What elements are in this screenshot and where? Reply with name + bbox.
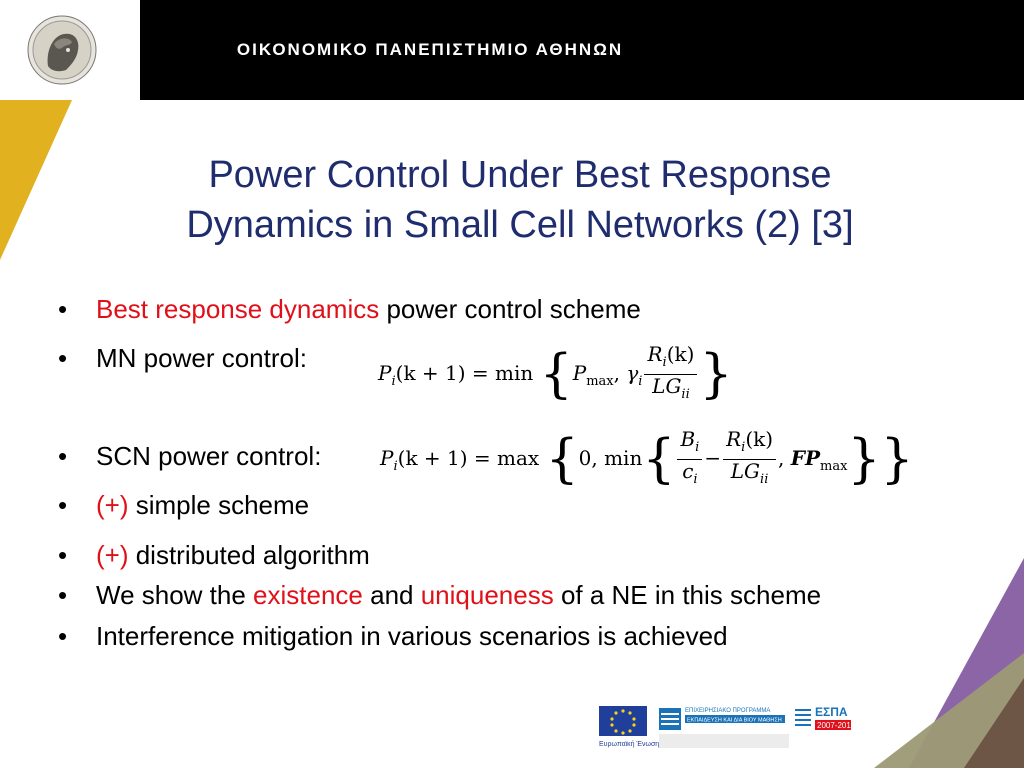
formula-scn-b-sub: i [695,440,700,455]
university-logo [27,15,97,85]
bullet-glyph: • [58,540,68,570]
formula-scn-lhs-arg: (k + 1) = max [397,446,540,470]
formula-mn-fraction: Ri(k) LGii [644,342,698,406]
bullet-item-6: • We show the existence and uniqueness of… [58,580,821,611]
espa-label: ΕΣΠΑ [815,705,848,719]
bullet-glyph: • [58,343,68,373]
bullet-6-text-b: and [362,580,421,610]
formula-mn-lhs: P [378,361,392,385]
formula-scn-den-sub: ii [760,472,769,487]
formula-scn-lhs: P [380,446,394,470]
formula-mn-lhs-sub: i [391,374,396,389]
formula-mn-num-arg: (k) [666,342,695,366]
bullet-glyph: • [58,294,68,324]
bullet-7-text: Interference mitigation in various scena… [96,621,728,651]
formula-scn-zero-min: 0, min [578,446,643,470]
right-decorative-shape [874,558,1024,768]
formula-brace-open: { [642,429,676,490]
programme-line-2: ΕΚΠΑΙΔΕΥΣΗ ΚΑΙ ΔΙΑ ΒΙΟΥ ΜΑΘΗΣΗ [687,718,782,724]
bullet-glyph: • [58,621,68,651]
bullet-item-1: • Best response dynamics power control sc… [58,294,641,325]
bullet-6-text-c: of a NE in this scheme [553,580,822,610]
bullet-6-existence: existence [253,580,363,610]
bullet-5-text: distributed algorithm [128,540,370,570]
left-decorative-shape [0,100,72,260]
formula-mn-num: R [647,342,663,366]
formula-mn-pmax-sub: max [586,374,614,389]
bullet-1-highlight: Best response dynamics [96,294,380,324]
bullet-glyph: • [58,441,68,471]
formula-brace-close: } [699,344,733,405]
bullet-1-text: power control scheme [379,294,641,324]
formula-mn-den-sub: ii [681,387,690,402]
formula-scn-fraction-r: Ri(k) LGii [723,427,777,491]
bullet-4-text: simple scheme [128,490,310,520]
formula-mn-gamma: γ [626,361,639,385]
formula-scn-den: LG [730,459,761,483]
formula-scn-lhs-sub: i [393,459,398,474]
eu-label: Ευρωπαϊκή Ένωση [599,741,659,748]
formula-scn-c-sub: i [693,472,698,487]
formula-brace-close: } [847,429,881,490]
slide-title-line-1: Power Control Under Best Response [208,154,832,196]
bullet-6-text-a: We show the [96,580,254,610]
header-bar [140,0,1024,100]
formula-mn-den: LG [652,374,682,398]
formula-brace-open: { [545,429,579,490]
bullet-item-2: • MN power control: [58,343,307,374]
formula-mn-gamma-sub: i [638,374,643,389]
programme-line-1: ΕΠΙΧΕΙΡΗΣΙΑΚΟ ΠΡΟΓΡΑΜΜΑ [685,708,770,714]
bullet-glyph: • [58,580,68,610]
formula-scn-c: c [682,459,694,483]
bullet-glyph: • [58,490,68,520]
bullet-item-3: • SCN power control: [58,441,321,472]
formula-scn-fp-sub: max [820,459,848,474]
formula-scn-num-arg: (k) [745,427,774,451]
sponsor-logos: Ευρωπαϊκή Ένωση ΕΠΙΧΕΙΡΗΣΙΑΚΟ ΠΡΟΓΡΑΜΜΑ … [599,705,856,748]
formula-mn-num-sub: i [662,355,667,370]
formula-scn-minus: − [704,446,722,470]
formula-mn-lhs-arg: (k + 1) = min [395,361,534,385]
formula-scn-fp: FP [790,446,821,470]
university-name: ΟΙΚΟΝΟΜΙΚΟ ΠΑΝΕΠΙΣΤΗΜΙΟ ΑΘΗΝΩΝ [236,40,624,59]
formula-brace-close: } [880,429,914,490]
bullet-5-highlight: (+) [96,540,129,570]
formula-mn-pmax: P [572,361,587,385]
formula-scn-num: R [726,427,742,451]
slide-title: Power Control Under Best Response Dynami… [130,150,910,250]
formula-scn-b: B [680,427,696,451]
bullet-item-7: • Interference mitigation in various scen… [58,621,728,652]
bullet-3-text: SCN power control: [96,441,322,471]
bullet-2-text: MN power control: [96,343,307,373]
bullet-item-5: • (+) distributed algorithm [58,540,370,571]
formula-scn-num-sub: i [741,440,746,455]
bullet-item-4: • (+) simple scheme [58,490,309,521]
slide-title-line-2: Dynamics in Small Cell Networks (2) [3] [186,204,854,246]
bullet-4-highlight: (+) [96,490,129,520]
espa-years: 2007-2013 [817,721,856,730]
formula-brace-open: { [539,344,573,405]
bullet-6-uniqueness: uniqueness [420,580,554,610]
